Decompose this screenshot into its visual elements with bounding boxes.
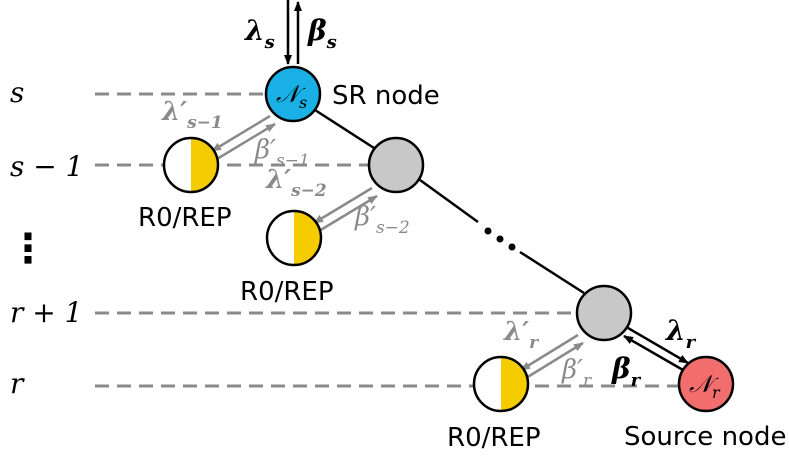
source-node-label: Source node <box>624 422 786 452</box>
arrow-beta-r <box>623 334 684 372</box>
r0rep-node-1 <box>162 136 220 194</box>
label-beta-p-s-2: β′s−2 <box>354 202 410 238</box>
level-r-plus-1-label: r + 1 <box>10 296 82 329</box>
label-beta-r: βr <box>611 352 642 391</box>
level-r-label: r <box>10 367 25 400</box>
label-lambda-p-s-2: λ′s−2 <box>265 165 327 201</box>
label-lambda-r: λr <box>665 314 697 353</box>
ellipsis-dots <box>484 227 516 251</box>
arrow-lambda-p-s-1 <box>211 114 271 153</box>
arrow-beta-p-r <box>525 341 584 380</box>
label-beta-p-s-1: β′s−1 <box>254 135 310 171</box>
arrow-beta-p-s-1 <box>216 122 276 161</box>
r0rep-label-1: R0/REP <box>138 203 232 233</box>
level-s-minus-1-label: s − 1 <box>10 150 83 183</box>
label-lambda-p-r: λ′r <box>503 317 539 353</box>
edge-relay-1-to-dots <box>419 178 479 224</box>
arrow-lambda-r <box>627 326 689 365</box>
label-beta-p-r: β′r <box>561 355 592 391</box>
r0rep-node-2 <box>265 209 323 267</box>
label-lambda-p-s-1: λ′s−1 <box>161 97 223 133</box>
edge-dots-to-relay-2 <box>519 250 585 295</box>
arrow-lambda-p-s-2 <box>313 186 373 225</box>
sr-node: 𝒩s <box>264 65 322 123</box>
edge-sr-to-relay-1 <box>314 108 375 150</box>
r0rep-node-3 <box>472 355 530 413</box>
level-vdots: ⋮ <box>8 226 48 272</box>
r0rep-label-2: R0/REP <box>240 277 334 307</box>
level-s-label: s <box>10 76 24 109</box>
arrow-lambda-p-r <box>520 333 579 372</box>
relay-node-s-minus-1 <box>367 136 425 194</box>
sr-node-label: SR node <box>332 81 440 111</box>
label-beta-s: βs <box>307 14 337 53</box>
arrow-beta-p-s-2 <box>318 194 378 233</box>
r0rep-label-3: R0/REP <box>447 423 541 453</box>
label-lambda-s: λs <box>244 14 275 53</box>
source-node: 𝒩r <box>677 355 735 413</box>
relay-node-r-plus-1 <box>575 284 633 342</box>
